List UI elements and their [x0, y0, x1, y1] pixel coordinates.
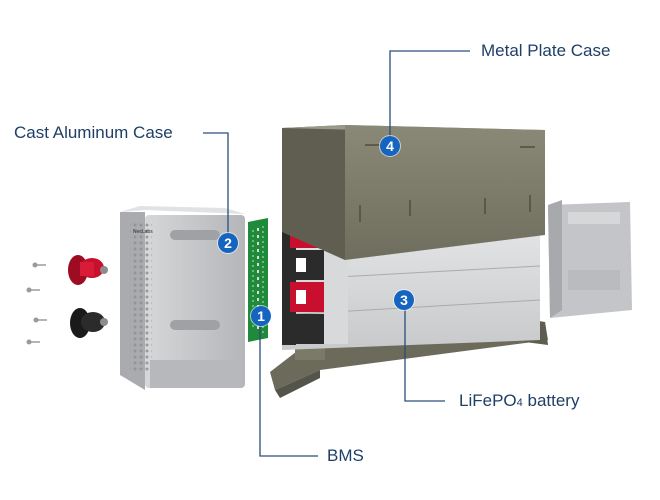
label-cast-aluminum-case: Cast Aluminum Case	[14, 123, 173, 142]
screw	[32, 262, 46, 268]
label-lifepo4-suffix: battery	[522, 391, 580, 410]
metal-plate-case	[282, 125, 545, 260]
label-bms: BMS	[327, 446, 364, 465]
label-lifepo4-subscript: 4	[516, 397, 523, 409]
badge-lifepo4-battery: 3	[394, 290, 414, 310]
leader-lines	[203, 50, 470, 457]
leader-cast-aluminum-case	[203, 132, 229, 235]
label-lifepo4-battery: LiFePO4 battery	[459, 391, 579, 411]
leader-metal-plate-case	[389, 50, 470, 143]
leader-bms	[259, 323, 318, 457]
screw	[33, 317, 47, 323]
cast-aluminum-case: NecLabs	[120, 206, 245, 390]
screws	[26, 262, 47, 345]
badge-bms: 1	[251, 306, 271, 326]
badge-cast-aluminum-case: 2	[218, 233, 238, 253]
end-cap	[548, 200, 632, 318]
label-metal-plate-case: Metal Plate Case	[481, 41, 611, 60]
case-logo: NecLabs	[133, 229, 153, 235]
badge-metal-plate-case: 4	[380, 136, 400, 156]
screw	[26, 339, 40, 345]
label-lifepo4-prefix: LiFePO	[459, 391, 517, 410]
terminal-red	[68, 255, 108, 285]
terminal-black	[70, 308, 108, 338]
leader-lifepo4-battery	[404, 310, 445, 402]
screw	[26, 287, 40, 293]
